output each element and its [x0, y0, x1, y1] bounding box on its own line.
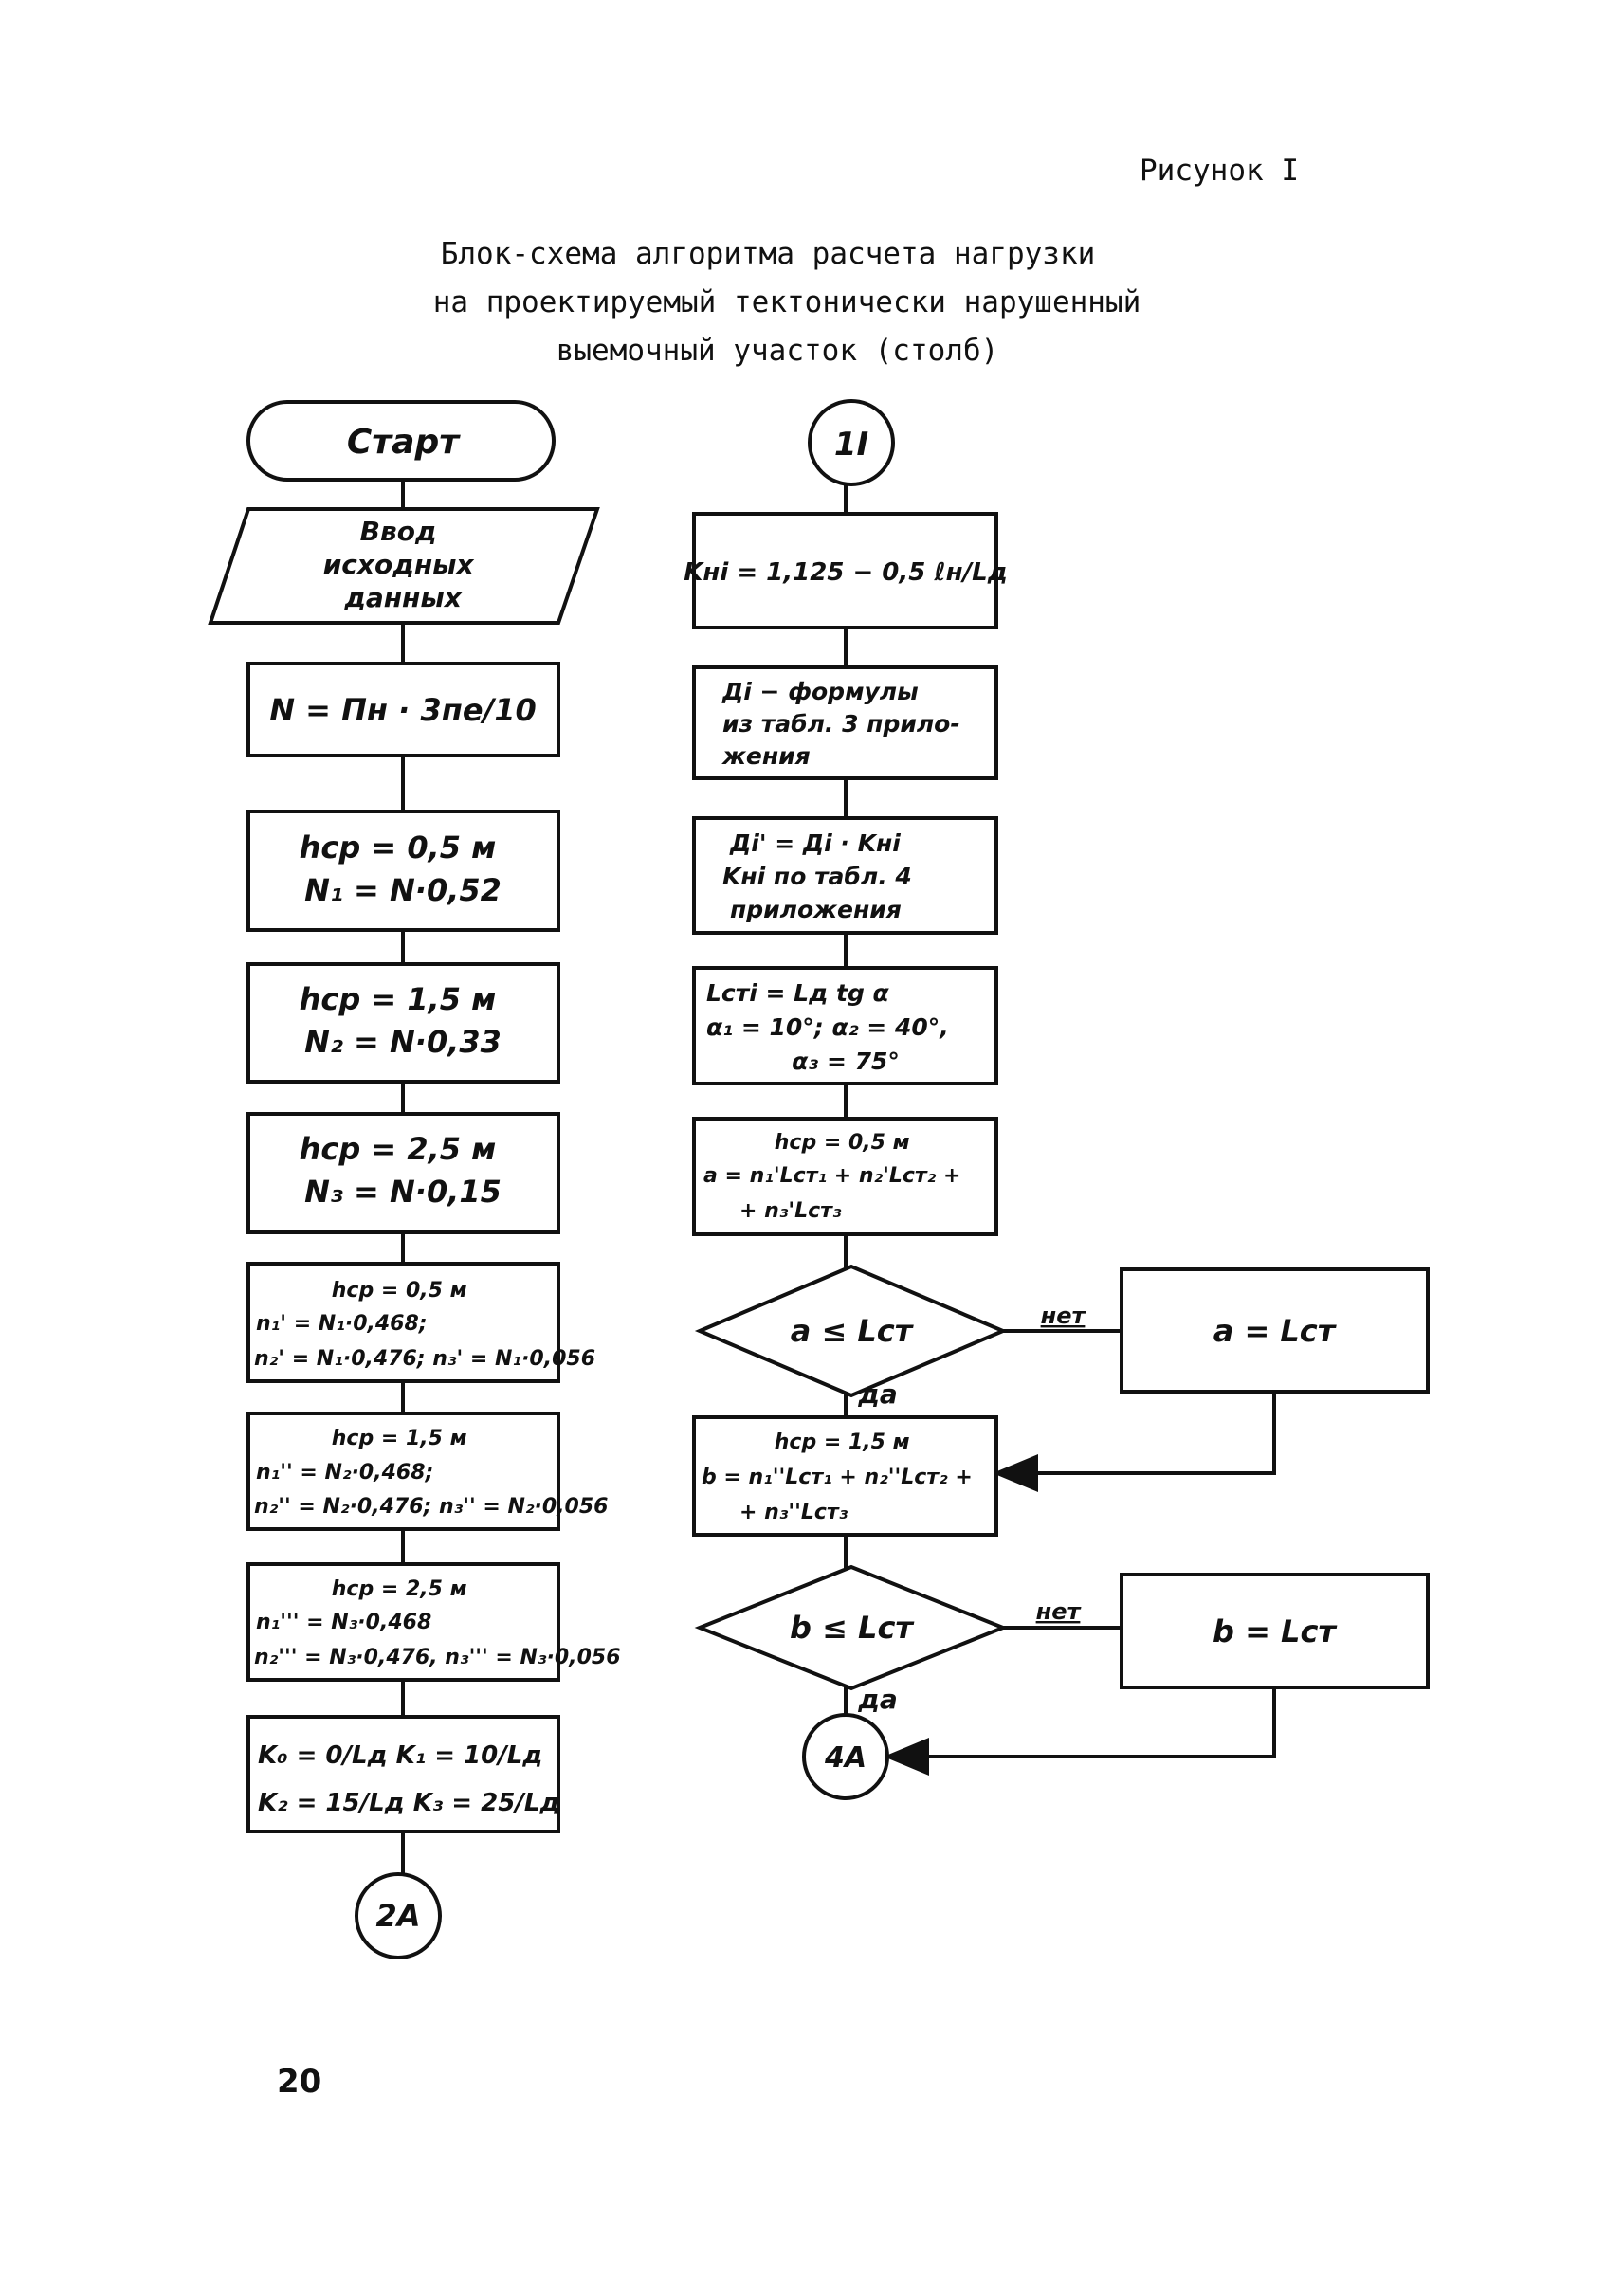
process-text: hср = 1,5 м b = n₁''Lст₁ + n₂''Lст₂ + + … [702, 1430, 979, 1524]
process-text: Дi − формулы из табл. 3 прило- жения [721, 678, 968, 770]
process-text: hср = 1,5 м N₂ = N·0,33 [300, 981, 507, 1060]
process-text: Lстi = Lд tg α α₁ = 10°; α₂ = 40°, α₃ = … [706, 979, 957, 1075]
process-text: N = Пн · 3пе/10 [269, 692, 537, 728]
process-box-d [692, 665, 998, 780]
process-text: Дi' = Дi · Kнi Kнi по табл. 4 приложения [722, 829, 921, 923]
process-box-n1 [246, 810, 560, 932]
title-line-1: Блок-схема алгоритма расчета нагрузки [441, 237, 1096, 271]
process-box-n [246, 662, 560, 757]
process-box-lst [692, 966, 998, 1085]
decision-b-condition: b ≤ Lст [790, 1610, 915, 1646]
connector-1i [808, 399, 895, 486]
process-text: hср = 0,5 м a = n₁'Lст₁ + n₂'Lст₂ + + n₃… [703, 1131, 968, 1223]
page-number: 20 [277, 2063, 321, 2101]
process-text: a = Lст [1213, 1313, 1338, 1349]
figure-label: Рисунок I [1140, 154, 1299, 188]
process-box-k [246, 1715, 560, 1833]
process-text: hср = 2,5 м n₁''' = N₃·0,468 n₂''' = N₃·… [254, 1577, 621, 1669]
connector-2a [355, 1872, 442, 1959]
process-box-n-prime [246, 1262, 560, 1383]
process-box-n3 [246, 1112, 560, 1234]
process-box-d-prime [692, 816, 998, 935]
decision-b [694, 1564, 1009, 1691]
process-text: b = Lст [1213, 1613, 1338, 1649]
start-label: Старт [347, 423, 461, 462]
input-parallelogram [208, 507, 600, 625]
process-box-n-double-prime [246, 1412, 560, 1531]
connector-1i-label: 1I [834, 426, 868, 464]
decision-a [694, 1264, 1009, 1398]
process-box-n2 [246, 962, 560, 1084]
process-text: hср = 0,5 м n₁' = N₁·0,468; n₂' = N₁·0,4… [254, 1279, 595, 1371]
left-column: Старт Ввод исходных данных N = Пн · 3пе/… [208, 400, 621, 1959]
decision-a-yes-label: да [857, 1378, 898, 1410]
process-box-a [692, 1117, 998, 1236]
input-label: Ввод исходных данных [323, 516, 484, 613]
decision-a-no-label: нет [1041, 1303, 1087, 1329]
decision-b-yes-label: да [857, 1684, 898, 1715]
process-text: hср = 1,5 м n₁'' = N₂·0,468; n₂'' = N₂·0… [254, 1427, 608, 1519]
process-box-b [692, 1415, 998, 1537]
connector-4a-label: 4А [824, 1741, 867, 1775]
process-text: hср = 2,5 м N₃ = N·0,15 [300, 1131, 507, 1210]
title-line-2: на проектируемый тектонически нарушенный [433, 285, 1141, 319]
process-box-a-equals-lst [1120, 1267, 1430, 1394]
process-text: K₀ = 0/Lд K₁ = 10/Lд K₂ = 15/Lд K₃ = 25/… [258, 1741, 559, 1817]
process-text: Kнi = 1,125 − 0,5 ℓн/Lд [684, 558, 1007, 587]
decision-a-condition: a ≤ Lст [791, 1313, 915, 1349]
right-column: 1I Kнi = 1,125 − 0,5 ℓн/Lд Дi − формулы … [684, 399, 1430, 1800]
process-text: hср = 0,5 м N₁ = N·0,52 [300, 829, 507, 908]
process-box-b-equals-lst [1120, 1573, 1430, 1689]
connector-4a [802, 1713, 889, 1800]
title-line-3: выемочный участок (столб) [557, 334, 999, 368]
process-box-n-triple-prime [246, 1562, 560, 1682]
connector-2a-label: 2А [375, 1898, 420, 1934]
process-box-kn [692, 512, 998, 629]
start-terminal [246, 400, 556, 482]
decision-b-no-label: нет [1036, 1598, 1083, 1625]
